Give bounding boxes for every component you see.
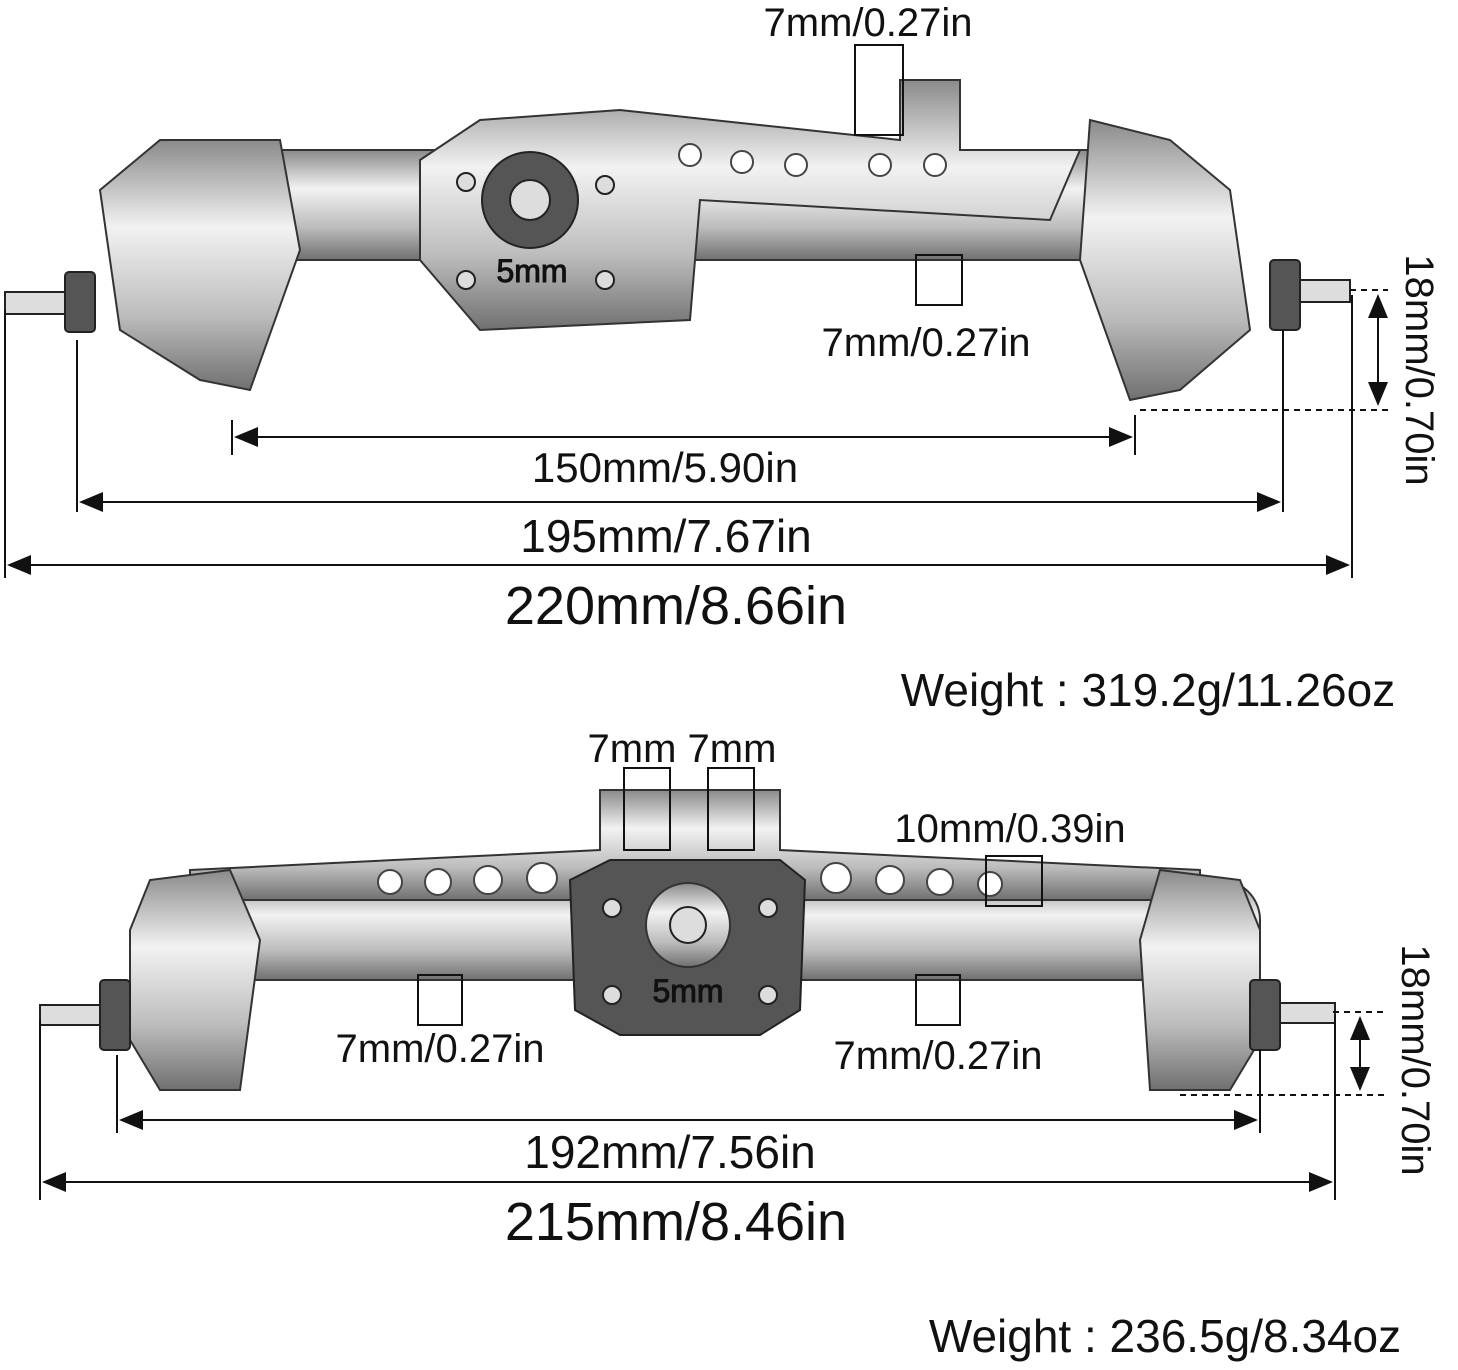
front-total-width-label: 220mm/8.66in	[505, 576, 847, 636]
rear-lower-mount-right-label: 7mm/0.27in	[834, 1034, 1043, 1078]
rear-lower-mount-left-label: 7mm/0.27in	[336, 1027, 545, 1071]
rear-dimension-lines	[39, 1011, 1385, 1200]
front-right-stud	[1299, 279, 1351, 303]
front-dimension-lines	[4, 289, 1388, 578]
rear-axle-illustration	[39, 767, 1336, 1091]
rear-diff-label: 5mm	[652, 973, 723, 1009]
front-diff-housing	[419, 79, 1082, 332]
front-height-offset-label: 18mm/0.70in	[1397, 254, 1441, 485]
rear-link-mount-label: 10mm/0.39in	[894, 807, 1125, 851]
front-lower-mount-label: 7mm/0.27in	[822, 321, 1031, 365]
front-inner-width-label: 150mm/5.90in	[532, 444, 798, 491]
rear-total-width-label: 215mm/8.46in	[505, 1192, 847, 1252]
front-left-knuckle	[98, 139, 302, 392]
front-left-hub-nut	[64, 271, 96, 333]
rear-weight-label: Weight : 236.5g/8.34oz	[929, 1310, 1401, 1362]
rear-right-hub-nut	[1249, 979, 1281, 1051]
front-diff-label: 5mm	[496, 253, 567, 289]
front-axle-illustration	[4, 44, 1351, 402]
front-left-stud	[4, 291, 66, 315]
rear-right-hub	[1138, 868, 1261, 1091]
front-weight-label: Weight : 319.2g/11.26oz	[901, 664, 1395, 716]
rear-left-stud	[39, 1004, 101, 1026]
rear-left-hub-nut	[99, 979, 131, 1051]
rear-left-hub	[129, 868, 262, 1091]
front-top-mount-label: 7mm/0.27in	[764, 1, 973, 45]
front-right-knuckle	[1078, 118, 1252, 402]
front-hub-width-label: 195mm/7.67in	[520, 510, 812, 562]
rear-right-stud	[1279, 1002, 1336, 1024]
rear-height-offset-label: 18mm/0.70in	[1393, 944, 1437, 1175]
front-right-hub-nut	[1269, 259, 1301, 331]
rear-hub-width-label: 192mm/7.56in	[524, 1126, 816, 1178]
rear-top-mount-label: 7mm 7mm	[588, 727, 777, 771]
